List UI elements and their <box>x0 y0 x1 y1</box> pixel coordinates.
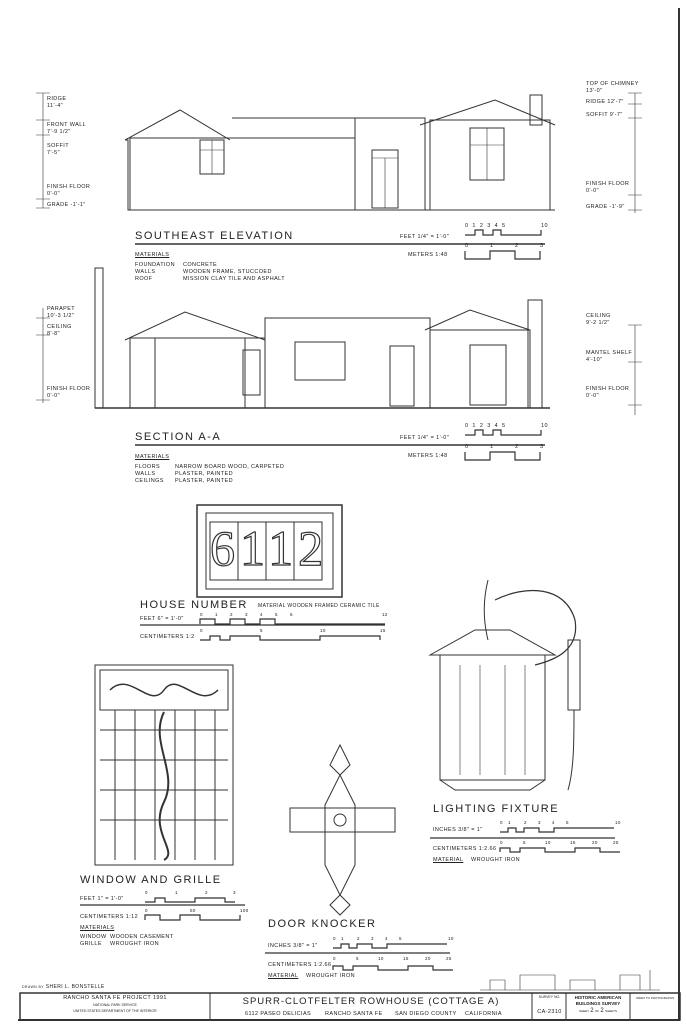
drawn-by: DRAWN BY SHERI L. BONSTELLE <box>22 984 105 990</box>
house-number-material: MATERIAL WOODEN FRAMED CERAMIC TILE <box>258 603 380 609</box>
door-knocker-scale-in: INCHES 3/8" = 1" <box>268 943 318 949</box>
county: SAN DIEGO COUNTY <box>395 1011 457 1017</box>
lighting-scale-cm: CENTIMETERS 1:2.66 <box>433 846 497 852</box>
window-grille-drawing <box>94 664 234 866</box>
door-knocker-title: DOOR KNOCKER <box>268 918 377 930</box>
elevation-title: SOUTHEAST ELEVATION <box>135 230 294 242</box>
address: 6112 PASEO DELICIAS <box>245 1011 312 1017</box>
door-knocker-material: MATERIAL WROUGHT IRON <box>268 973 356 979</box>
elevation-scale-feet: FEET 1/4" = 1'-0" <box>400 234 450 240</box>
index-label: INDEX TO PHOTOGRAPHS <box>635 996 675 1000</box>
section-materials-heading: MATERIALS <box>135 454 170 460</box>
state: CALIFORNIA <box>465 1011 503 1017</box>
lighting-fixture-drawing <box>428 579 581 791</box>
door-knocker-scale-cm: CENTIMETERS 1:2.66 <box>268 962 332 968</box>
elev-dim-grade-r: GRADE -1'-9" <box>586 204 625 210</box>
survey-label: SURVEY NO. <box>538 995 561 999</box>
door-knocker-drawing <box>289 743 396 916</box>
window-scale-feet: FEET 1" = 1'-0" <box>80 896 124 902</box>
window-materials-heading: MATERIALS <box>80 925 115 931</box>
project-block: RANCHO SANTA FE PROJECT 1991 NATIONAL PA… <box>63 995 167 1013</box>
house-number-tile-digits: 6112 <box>209 519 329 576</box>
elev-dim-soffit-r: SOFFIT 9'-7" <box>586 112 623 118</box>
lighting-scale-in: INCHES 3/8" = 1" <box>433 827 483 833</box>
house-number-scale-feet: FEET 6" = 1'-0" <box>140 616 184 622</box>
southeast-elevation-drawing <box>124 94 556 211</box>
building-title: SPURR-CLOTFELTER ROWHOUSE (COTTAGE A) <box>242 996 500 1007</box>
elev-dim-ridge-r: RIDGE 12'-7" <box>586 99 624 105</box>
house-number-scale-cm: CENTIMETERS 1:2 <box>140 634 195 640</box>
window-title: WINDOW AND GRILLE <box>80 874 222 886</box>
house-number-tile-drawing <box>196 504 343 598</box>
house-number-title: HOUSE NUMBER <box>140 599 248 611</box>
survey-number: CA-2310 <box>537 1009 562 1015</box>
lighting-title: LIGHTING FIXTURE <box>433 803 560 815</box>
section-a-a-drawing <box>94 267 550 409</box>
section-scale-feet: FEET 1/4" = 1'-0" <box>400 435 450 441</box>
elev-dim-grade: GRADE -1'-1" <box>47 202 86 208</box>
elevation-materials-heading: MATERIALS <box>135 252 170 258</box>
lighting-material: MATERIAL WROUGHT IRON <box>433 857 521 863</box>
elevation-scale-meters: METERS 1:48 <box>408 252 448 258</box>
section-title: SECTION A-A <box>135 431 222 443</box>
window-scale-cm: CENTIMETERS 1:12 <box>80 914 139 920</box>
section-scale-meters: METERS 1:48 <box>408 453 448 459</box>
city: RANCHO SANTA FE <box>325 1011 383 1017</box>
